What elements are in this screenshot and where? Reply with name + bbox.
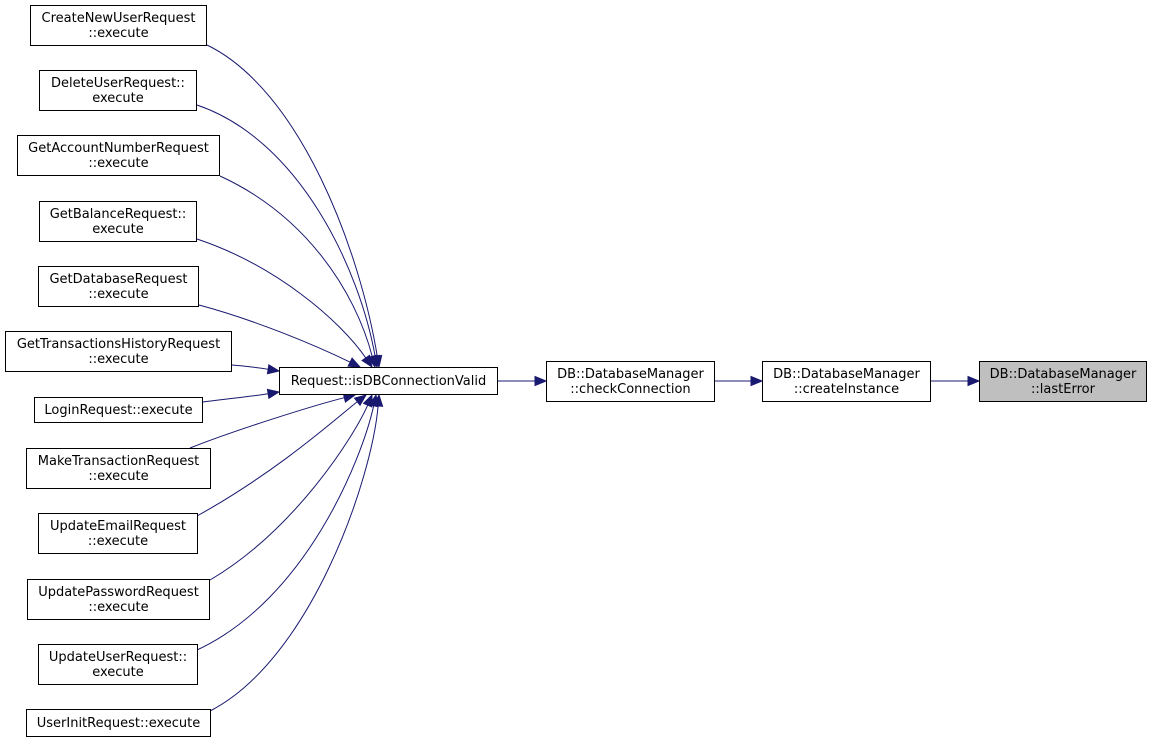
edge-n11-to-hub	[209, 404, 379, 712]
arrowhead-n6-to-hub	[266, 388, 281, 400]
node-database-manager-create-instance[interactable]: DB::DatabaseManager ::createInstance	[762, 361, 931, 402]
arrowhead-cc-to-ci	[750, 375, 764, 387]
node-get-account-number-request-execute[interactable]: GetAccountNumberRequest ::execute	[17, 135, 220, 176]
edge-n1-to-hub	[196, 104, 376, 358]
node-line: LoginRequest::execute	[44, 402, 193, 418]
node-line: execute	[92, 90, 144, 106]
node-line: ::execute	[88, 599, 149, 615]
node-line: ::execute	[87, 533, 149, 549]
node-line: GetBalanceRequest::	[49, 206, 187, 222]
node-get-database-request-execute[interactable]: GetDatabaseRequest ::execute	[38, 266, 199, 307]
node-line: ::execute	[88, 155, 149, 171]
edge-n10-to-hub	[196, 404, 375, 651]
node-line: ::createInstance	[793, 381, 900, 397]
node-line: ::checkConnection	[570, 381, 691, 397]
edge-n5-to-hub	[231, 364, 270, 370]
edge-n9-to-hub	[209, 404, 369, 581]
node-line: ::execute	[88, 468, 149, 484]
node-delete-user-request-execute[interactable]: DeleteUserRequest:: execute	[39, 70, 197, 111]
arrowhead-n5-to-hub	[266, 364, 281, 375]
node-line: execute	[92, 221, 144, 237]
node-line: DB::DatabaseManager	[773, 366, 920, 382]
node-get-transactions-history-request-execute[interactable]: GetTransactionsHistoryRequest ::execute	[5, 331, 232, 372]
node-line: DeleteUserRequest::	[51, 75, 185, 91]
node-get-balance-request-execute[interactable]: GetBalanceRequest:: execute	[39, 201, 197, 242]
node-database-manager-check-connection[interactable]: DB::DatabaseManager ::checkConnection	[546, 361, 715, 402]
node-line: execute	[92, 664, 144, 680]
node-request-is-db-connection-valid[interactable]: Request::isDBConnectionValid	[279, 367, 498, 395]
edge-n7-to-hub	[189, 396, 346, 449]
node-line: GetAccountNumberRequest	[28, 140, 209, 156]
arrowhead-hub-to-cc	[534, 375, 548, 387]
node-update-user-request-execute[interactable]: UpdateUserRequest:: execute	[38, 644, 198, 685]
edge-n8-to-hub	[196, 400, 359, 517]
node-line: UserInitRequest::execute	[36, 715, 201, 731]
edge-n3-to-hub	[196, 238, 367, 360]
node-line: ::execute	[88, 25, 149, 41]
edge-n6-to-hub	[202, 393, 270, 403]
node-line: ::execute	[88, 286, 149, 302]
arrowhead-ci-to-le	[967, 375, 981, 387]
node-line: Request::isDBConnectionValid	[290, 373, 487, 389]
node-line: GetDatabaseRequest	[49, 271, 188, 287]
node-make-transaction-request-execute[interactable]: MakeTransactionRequest ::execute	[26, 448, 211, 489]
node-login-request-execute[interactable]: LoginRequest::execute	[34, 397, 203, 423]
arrowhead-n8-to-hub	[353, 394, 368, 407]
node-update-email-request-execute[interactable]: UpdateEmailRequest ::execute	[38, 513, 198, 554]
edge-n4-to-hub	[198, 304, 352, 364]
node-line: UpdatePasswordRequest	[38, 584, 199, 600]
node-line: MakeTransactionRequest	[37, 453, 200, 469]
node-line: DB::DatabaseManager	[989, 366, 1137, 382]
node-database-manager-last-error: DB::DatabaseManager ::lastError	[979, 361, 1147, 402]
node-line: UpdateEmailRequest	[50, 518, 186, 534]
node-line: UpdateUserRequest::	[48, 649, 188, 665]
node-line: CreateNewUserRequest	[41, 10, 196, 26]
node-line: DB::DatabaseManager	[557, 366, 704, 382]
node-create-new-user-request-execute[interactable]: CreateNewUserRequest ::execute	[30, 5, 207, 46]
arrowhead-n3-to-hub	[361, 354, 373, 369]
edge-n2-to-hub	[219, 175, 373, 358]
node-line: GetTransactionsHistoryRequest	[16, 336, 221, 352]
arrowhead-n11-to-hub	[372, 393, 384, 407]
node-update-password-request-execute[interactable]: UpdatePasswordRequest ::execute	[27, 579, 210, 620]
arrowhead-n4-to-hub	[347, 357, 362, 368]
edge-n0-to-hub	[206, 44, 378, 358]
node-line: ::lastError	[1031, 381, 1095, 397]
node-user-init-request-execute[interactable]: UserInitRequest::execute	[26, 709, 211, 737]
node-line: ::execute	[88, 351, 149, 367]
